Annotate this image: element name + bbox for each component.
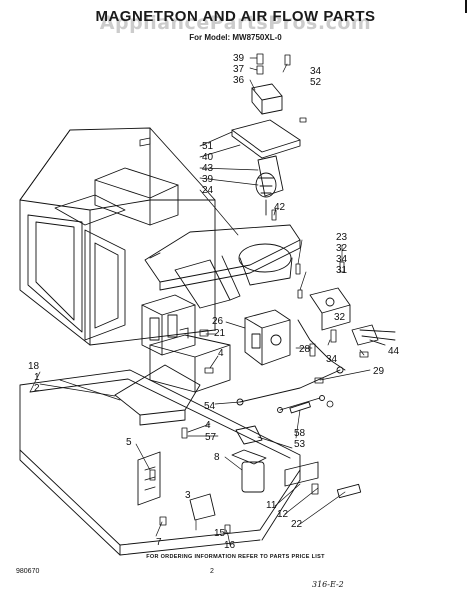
- leader-lines: [29, 57, 371, 546]
- oven-cavity-outline: [19, 127, 216, 346]
- callout-label: 37: [233, 64, 245, 75]
- callout-label: 16: [224, 540, 236, 551]
- callout-label: 18: [28, 361, 40, 372]
- callout-label: 23: [336, 232, 348, 243]
- callout-label: 4: [205, 420, 211, 431]
- screws: [139, 53, 369, 534]
- callout-label: 58: [294, 428, 306, 439]
- magnetron: [244, 309, 291, 366]
- page-title: MAGNETRON AND AIR FLOW PARTS: [95, 8, 376, 25]
- callout-label: 39: [202, 174, 214, 185]
- callout-label: 26: [212, 316, 224, 327]
- callout-label: 5: [126, 437, 132, 448]
- callout-label: 1: [34, 372, 40, 383]
- callout-label: 36: [233, 75, 245, 86]
- high-voltage-transformer: [141, 294, 196, 356]
- callout-label: 44: [388, 346, 400, 357]
- callout-label: 3: [185, 490, 191, 501]
- callout-label: 54: [204, 401, 216, 412]
- callout-label: 34: [336, 254, 348, 265]
- callout-label: 43: [202, 163, 214, 174]
- callout-label: 12: [277, 509, 289, 520]
- callout-label: 8: [214, 452, 220, 463]
- model-label: For Model: MW8750XL-0: [189, 33, 282, 42]
- callout-label: 57: [205, 432, 217, 443]
- callout-label: 53: [294, 439, 306, 450]
- capacitor-and-cutouts: [137, 425, 362, 521]
- callout-label: 34: [310, 66, 322, 77]
- callout-label: 22: [291, 519, 303, 530]
- callout-label: 31: [336, 265, 348, 276]
- callout-label: 39: [233, 53, 245, 64]
- air-guide-duct: [144, 224, 301, 309]
- callout-label: 7: [156, 537, 162, 548]
- callout-label: 15: [214, 528, 226, 539]
- callout-label: 4: [218, 348, 224, 359]
- handwritten-note: 316-E-2: [312, 580, 344, 589]
- callout-label: 32: [336, 243, 348, 254]
- watermark: AppliancePartsPros.com: [99, 12, 372, 34]
- callout-label: 42: [274, 202, 286, 213]
- callout-label: 52: [310, 77, 322, 88]
- callout-label: 51: [202, 141, 214, 152]
- callout-label: 29: [373, 366, 385, 377]
- fan-motor-assembly: [231, 83, 301, 216]
- callout-label: 2: [34, 383, 40, 394]
- callout-numbers: 39 37 36 34 52 51 40 43 39 24 42 23 32 3…: [28, 53, 400, 551]
- callout-label: 32: [334, 312, 346, 323]
- ordering-note: FOR ORDERING INFORMATION REFER TO PARTS …: [146, 554, 325, 560]
- corner-mark: [465, 0, 467, 13]
- callout-label: 11: [266, 500, 277, 511]
- mounting-bracket: [114, 334, 231, 426]
- callout-label: 28: [299, 344, 311, 355]
- callout-label: 40: [202, 152, 214, 163]
- callout-label: 34: [326, 354, 338, 365]
- right-bracket: [309, 287, 396, 346]
- document-code: 980670: [16, 568, 40, 575]
- page-number: 2: [210, 568, 214, 575]
- callout-label: 21: [214, 328, 226, 339]
- callout-label: 24: [202, 185, 214, 196]
